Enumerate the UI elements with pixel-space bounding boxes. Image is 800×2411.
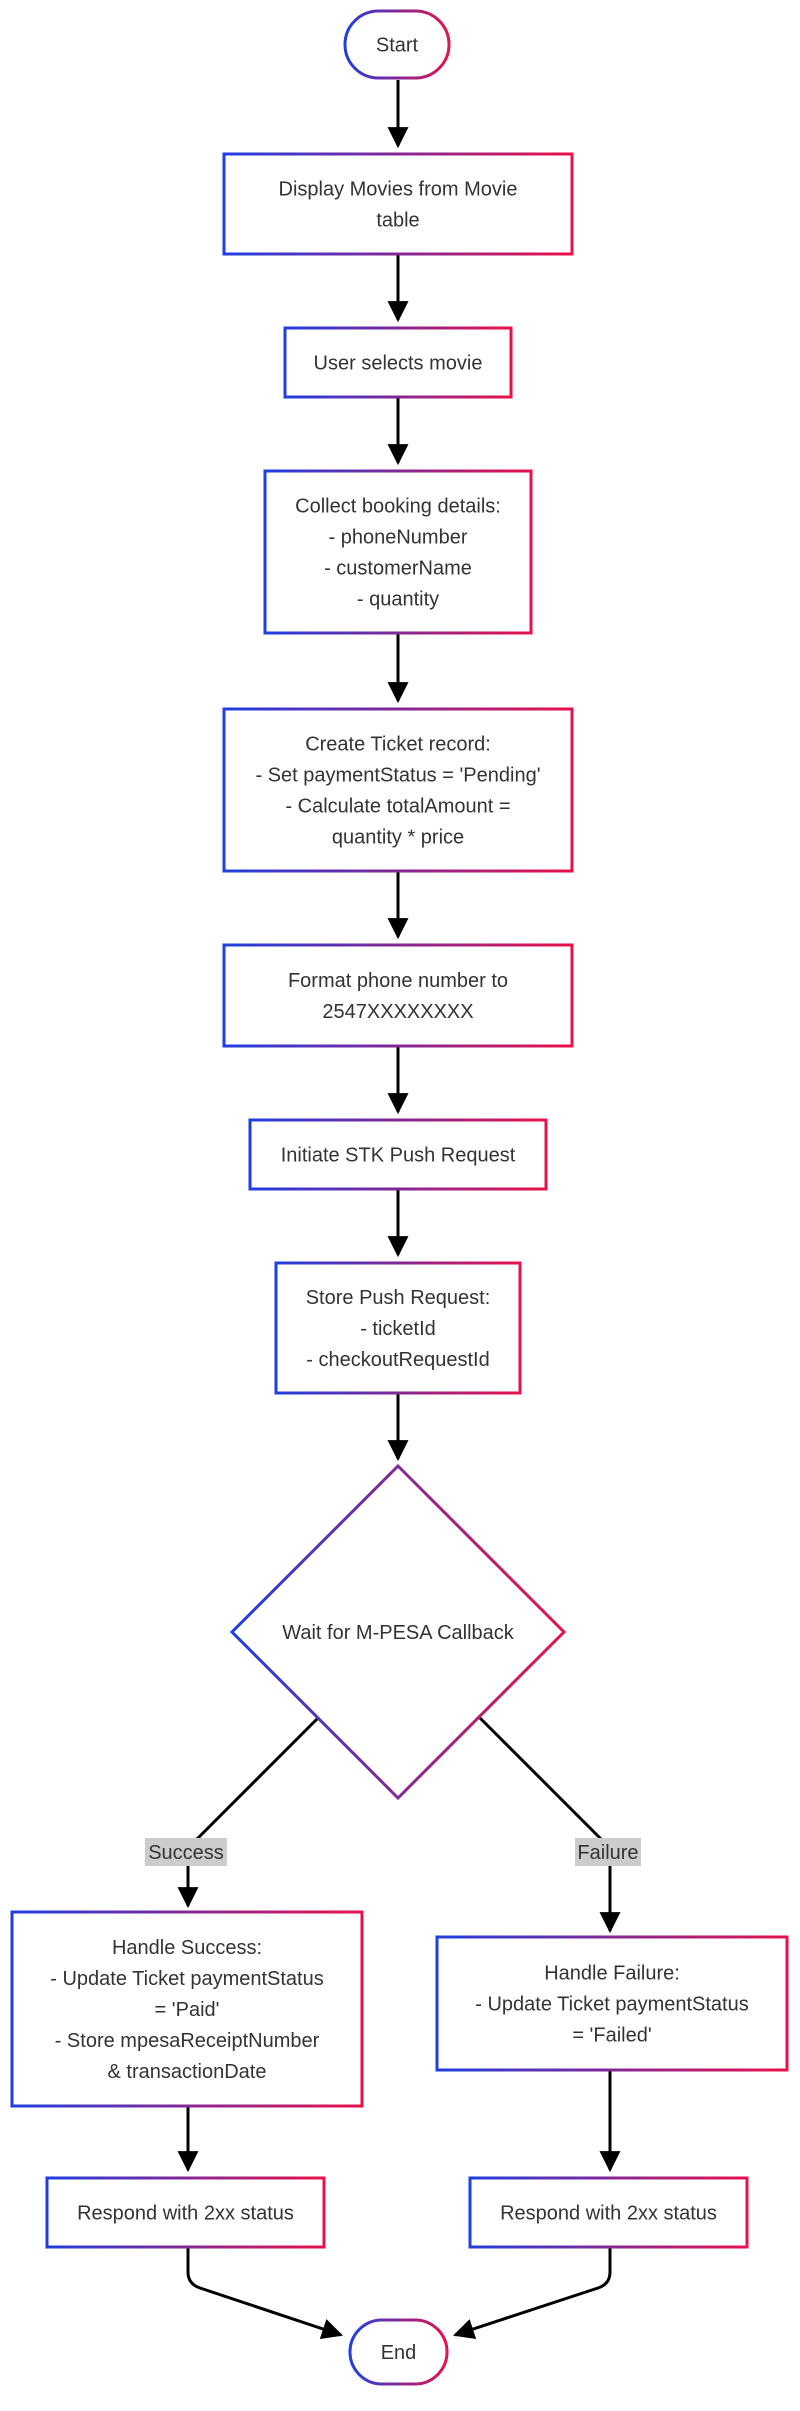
node-text-line: Handle Failure:: [544, 1963, 680, 1985]
edge-wait-to-failure: [478, 1716, 621, 1934]
node-text-line: Collect booking details:: [295, 496, 501, 518]
node-text-line: Create Ticket record:: [305, 734, 491, 756]
node-store-push: Store Push Request: - ticketId - checkoutR…: [274, 1261, 522, 1395]
node-collect-details: Collect booking details: - phoneNumber - c…: [263, 469, 533, 635]
node-text-line: table: [376, 210, 419, 232]
node-text-line: & transactionDate: [108, 2061, 267, 2083]
edge-wait-to-success: [177, 1716, 320, 1909]
node-create-ticket: Create Ticket record: - Set paymentStatus…: [222, 707, 574, 873]
node-text-line: Start: [376, 35, 419, 57]
node-text-line: - Calculate totalAmount =: [285, 796, 510, 818]
node-shape: [435, 1935, 789, 2072]
node-shape: [45, 2176, 326, 2249]
node-shape: [248, 1118, 548, 1191]
node-shape: [263, 469, 533, 635]
node-shape: [10, 1910, 364, 2108]
node-text-line: - Update Ticket paymentStatus: [50, 1968, 323, 1990]
node-text-line: Wait for M-PESA Callback: [282, 1622, 515, 1644]
node-text-line: Respond with 2xx status: [77, 2203, 294, 2225]
edge-respond-success-to-end: [186, 2245, 343, 2339]
node-text-line: Initiate STK Push Request: [281, 1145, 516, 1167]
node-user-selects: User selects movie: [283, 326, 513, 399]
node-shape: [229, 1463, 567, 1801]
edge-label-success: Success: [145, 1838, 227, 1866]
node-text-line: Format phone number to: [288, 970, 508, 992]
node-text-line: quantity * price: [332, 827, 464, 849]
node-text-line: Display Movies from Movie: [279, 179, 518, 201]
svg-text:Success: Success: [148, 1842, 224, 1864]
node-respond-success: Respond with 2xx status: [45, 2176, 326, 2249]
edge-respond-failure-to-end: [453, 2245, 612, 2340]
edge-label-failure: Failure: [575, 1838, 641, 1866]
node-text-line: - customerName: [324, 558, 472, 580]
node-respond-failure: Respond with 2xx status: [468, 2176, 749, 2249]
node-text-line: - checkoutRequestId: [306, 1349, 489, 1371]
node-text-line: = 'Paid': [155, 1999, 220, 2021]
node-text-line: - phoneNumber: [329, 527, 468, 549]
node-wait-callback: Wait for M-PESA Callback: [229, 1463, 567, 1801]
node-handle-success: Handle Success: - Update Ticket paymentSt…: [10, 1910, 364, 2108]
node-text-line: = 'Failed': [572, 2025, 651, 2047]
node-text-line: - ticketId: [360, 1318, 436, 1340]
node-shape: [468, 2176, 749, 2249]
node-end: End: [348, 2318, 449, 2386]
node-shape: [274, 1261, 522, 1395]
node-shape: [222, 152, 574, 256]
svg-text:Failure: Failure: [577, 1842, 638, 1864]
node-shape: [222, 943, 574, 1048]
node-text-line: Respond with 2xx status: [500, 2203, 717, 2225]
node-text-line: - Store mpesaReceiptNumber: [55, 2030, 320, 2052]
node-display-movies: Display Movies from Movie table: [222, 152, 574, 256]
node-text-line: User selects movie: [314, 353, 483, 375]
node-text-line: 2547XXXXXXXX: [322, 1001, 473, 1023]
node-shape: [343, 9, 451, 80]
node-text-line: - Update Ticket paymentStatus: [475, 1994, 748, 2016]
node-text-line: Handle Success:: [112, 1937, 262, 1959]
node-shape: [222, 707, 574, 873]
node-initiate-stk: Initiate STK Push Request: [248, 1118, 548, 1191]
node-shape: [283, 326, 513, 399]
node-format-phone: Format phone number to 2547XXXXXXXX: [222, 943, 574, 1048]
node-text-line: - Set paymentStatus = 'Pending': [255, 765, 540, 787]
node-shape: [348, 2318, 449, 2386]
node-text-line: End: [381, 2342, 417, 2364]
node-text-line: Store Push Request:: [306, 1287, 491, 1309]
node-text-line: - quantity: [357, 589, 439, 611]
node-start: Start: [343, 9, 451, 80]
node-handle-failure: Handle Failure: - Update Ticket paymentSt…: [435, 1935, 789, 2072]
